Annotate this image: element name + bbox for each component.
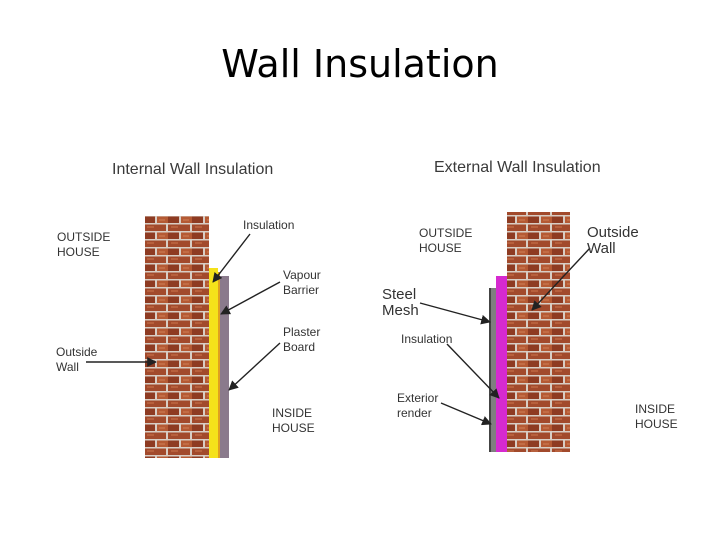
external-exterior-render-label: Exterior render xyxy=(397,391,439,420)
external-render-layer xyxy=(490,288,496,452)
internal-vapour-barrier-label: Vapour Barrier xyxy=(283,268,321,297)
page-title: Wall Insulation xyxy=(221,42,499,86)
external-heading: External Wall Insulation xyxy=(434,159,601,176)
external-outside-wall-label: Outside Wall xyxy=(587,224,639,257)
internal-outside-wall-label: Outside Wall xyxy=(56,345,98,374)
internal-wall-diagram xyxy=(86,216,281,458)
arrow-vapour-barrier xyxy=(220,281,281,315)
internal-insulation-label: Insulation xyxy=(243,218,295,232)
external-brick-wall xyxy=(507,212,570,452)
internal-plaster-board-layer xyxy=(220,276,229,458)
external-insulation-layer xyxy=(496,276,507,452)
external-steel-mesh-layer xyxy=(489,288,491,452)
arrow-insulation xyxy=(212,233,251,283)
internal-vapour-barrier-layer xyxy=(218,272,220,458)
external-inside-house-label: INSIDE HOUSE xyxy=(635,402,678,431)
arrow-plaster-board xyxy=(228,342,281,391)
arrow-insulation-external xyxy=(446,343,500,399)
external-steel-mesh-label: Steel Mesh xyxy=(382,286,419,319)
external-wall-diagram xyxy=(419,212,591,452)
arrow-outside-wall-external xyxy=(531,247,591,311)
internal-inside-house-label: INSIDE HOUSE xyxy=(272,406,315,435)
external-outside-house-label: OUTSIDE HOUSE xyxy=(419,226,473,255)
internal-brick-wall xyxy=(145,216,209,458)
internal-plaster-board-label: Plaster Board xyxy=(283,325,321,354)
arrow-exterior-render xyxy=(440,402,492,426)
internal-heading: Internal Wall Insulation xyxy=(112,161,274,178)
arrow-steel-mesh xyxy=(419,302,491,325)
external-insulation-label: Insulation xyxy=(401,332,453,346)
internal-outside-house-label: OUTSIDE HOUSE xyxy=(57,230,111,259)
internal-insulation-layer xyxy=(209,268,218,458)
